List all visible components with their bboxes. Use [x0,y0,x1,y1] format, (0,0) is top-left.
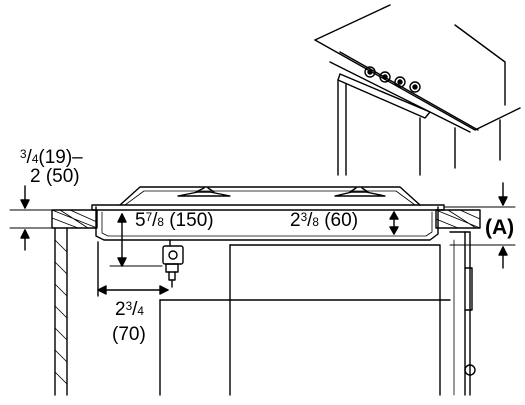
countertop-section [51,209,481,229]
left-cabinet-wall [54,227,68,396]
depth-range-label-line1: 3/4(19)– [20,147,83,168]
gas-connector [162,239,184,288]
burner-depth-label: 57/8 (150) [135,210,214,231]
connector-offset-label-line2: (70) [112,324,146,345]
dimension-side-depth [389,211,399,235]
cooktop-tray [91,204,445,241]
dimension-a [443,182,516,269]
dimension-left-depth [9,185,53,251]
dimension-burner-depth [109,213,163,267]
dimension-connector-offset [97,241,169,297]
grate-and-burners [119,186,421,206]
depth-range-label-line2: 2 (50) [30,166,80,187]
inset-perspective-illustration [314,4,521,176]
ref-a-label: (A) [485,216,515,239]
connector-offset-label-line1: 23/4 [115,299,144,320]
lower-cabinets [159,231,476,396]
side-depth-label: 23/8 (60) [290,210,359,231]
